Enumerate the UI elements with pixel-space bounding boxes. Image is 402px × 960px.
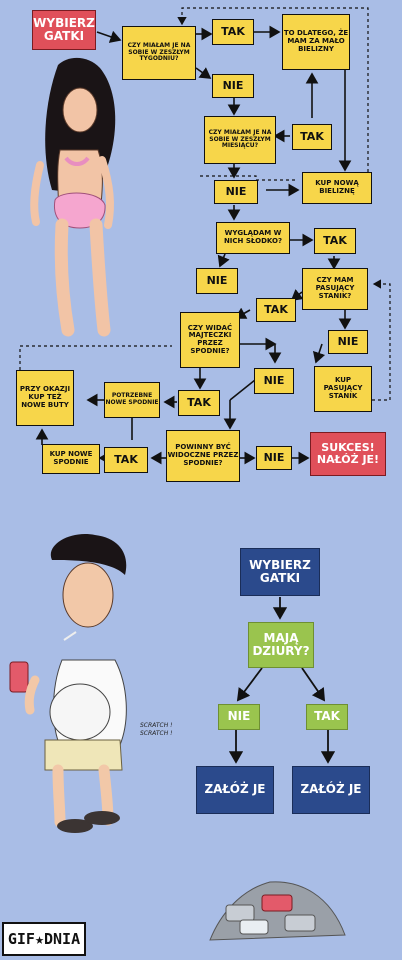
answer-no-2: NIE <box>214 180 258 204</box>
cans-pile <box>209 881 346 941</box>
reason-too-little-underwear: TO DLATEGO, ŻE MAM ZA MAŁO BIELIZNY <box>282 14 350 70</box>
buy-matching-bra: KUP PASUJĄCY STANIK <box>314 366 372 412</box>
bottom-arrows <box>228 597 336 764</box>
woman-figure <box>30 57 116 337</box>
top-arrows <box>35 25 352 465</box>
answer-no-6: NIE <box>256 446 292 470</box>
answer-yes-4: TAK <box>256 298 296 322</box>
scratch-text-2: SCRATCH ! <box>140 729 173 737</box>
wear-them-2: ZAŁÓŻ JE <box>292 766 370 814</box>
gif-dnia-logo: GIF★DNIA <box>2 922 86 956</box>
answer-yes-5: TAK <box>178 390 220 416</box>
question-panties-visible: CZY WIDAĆ MAJTECZKI PRZEZ SPODNIE? <box>180 312 240 368</box>
answer-yes-6: TAK <box>104 447 148 473</box>
answer-no-4: NIE <box>328 330 368 354</box>
answer-no: NIE <box>218 704 260 730</box>
start-choose-panties: WYBIERZ GATKI <box>32 10 96 50</box>
question-look-cute: WYGLĄDAM W NICH SŁODKO? <box>216 222 290 254</box>
buy-new-pants: KUP NOWE SPODNIE <box>42 444 100 474</box>
question-have-holes: MAJĄ DZIURY? <box>248 622 314 668</box>
buy-new-underwear: KUP NOWĄ BIELIZNĘ <box>302 172 372 204</box>
success-wear-them: SUKCES! NAŁÓŻ JE! <box>310 432 386 476</box>
man-figure <box>9 534 127 833</box>
question-worn-last-month: CZY MIAŁAM JE NA SOBIE W ZESZŁYM MIESIĄC… <box>204 116 276 164</box>
answer-no-3: NIE <box>196 268 238 294</box>
question-worn-last-week: CZY MIAŁAM JE NA SOBIE W ZESZŁYM TYGODNI… <box>122 26 196 80</box>
answer-yes-2: TAK <box>292 124 332 150</box>
answer-yes-1: TAK <box>212 19 254 45</box>
answer-no-1: NIE <box>212 74 254 98</box>
answer-yes-3: TAK <box>314 228 356 254</box>
question-matching-bra: CZY MAM PASUJĄCY STANIK? <box>302 268 368 310</box>
buy-new-shoes: PRZY OKAZJI KUP TEŻ NOWE BUTY <box>16 370 74 426</box>
wear-them-1: ZAŁÓŻ JE <box>196 766 274 814</box>
question-should-be-visible: POWINNY BYĆ WIDOCZNE PRZEZ SPODNIE? <box>166 430 240 482</box>
need-new-pants: POTRZEBNE NOWE SPODNIE <box>104 382 160 418</box>
answer-no-5: NIE <box>254 368 294 394</box>
scratch-caption: SCRATCH ! SCRATCH ! <box>140 722 173 738</box>
scratch-text-1: SCRATCH ! <box>140 722 173 729</box>
answer-yes: TAK <box>306 704 348 730</box>
bottom-start-choose-panties: WYBIERZ GATKI <box>240 548 320 596</box>
